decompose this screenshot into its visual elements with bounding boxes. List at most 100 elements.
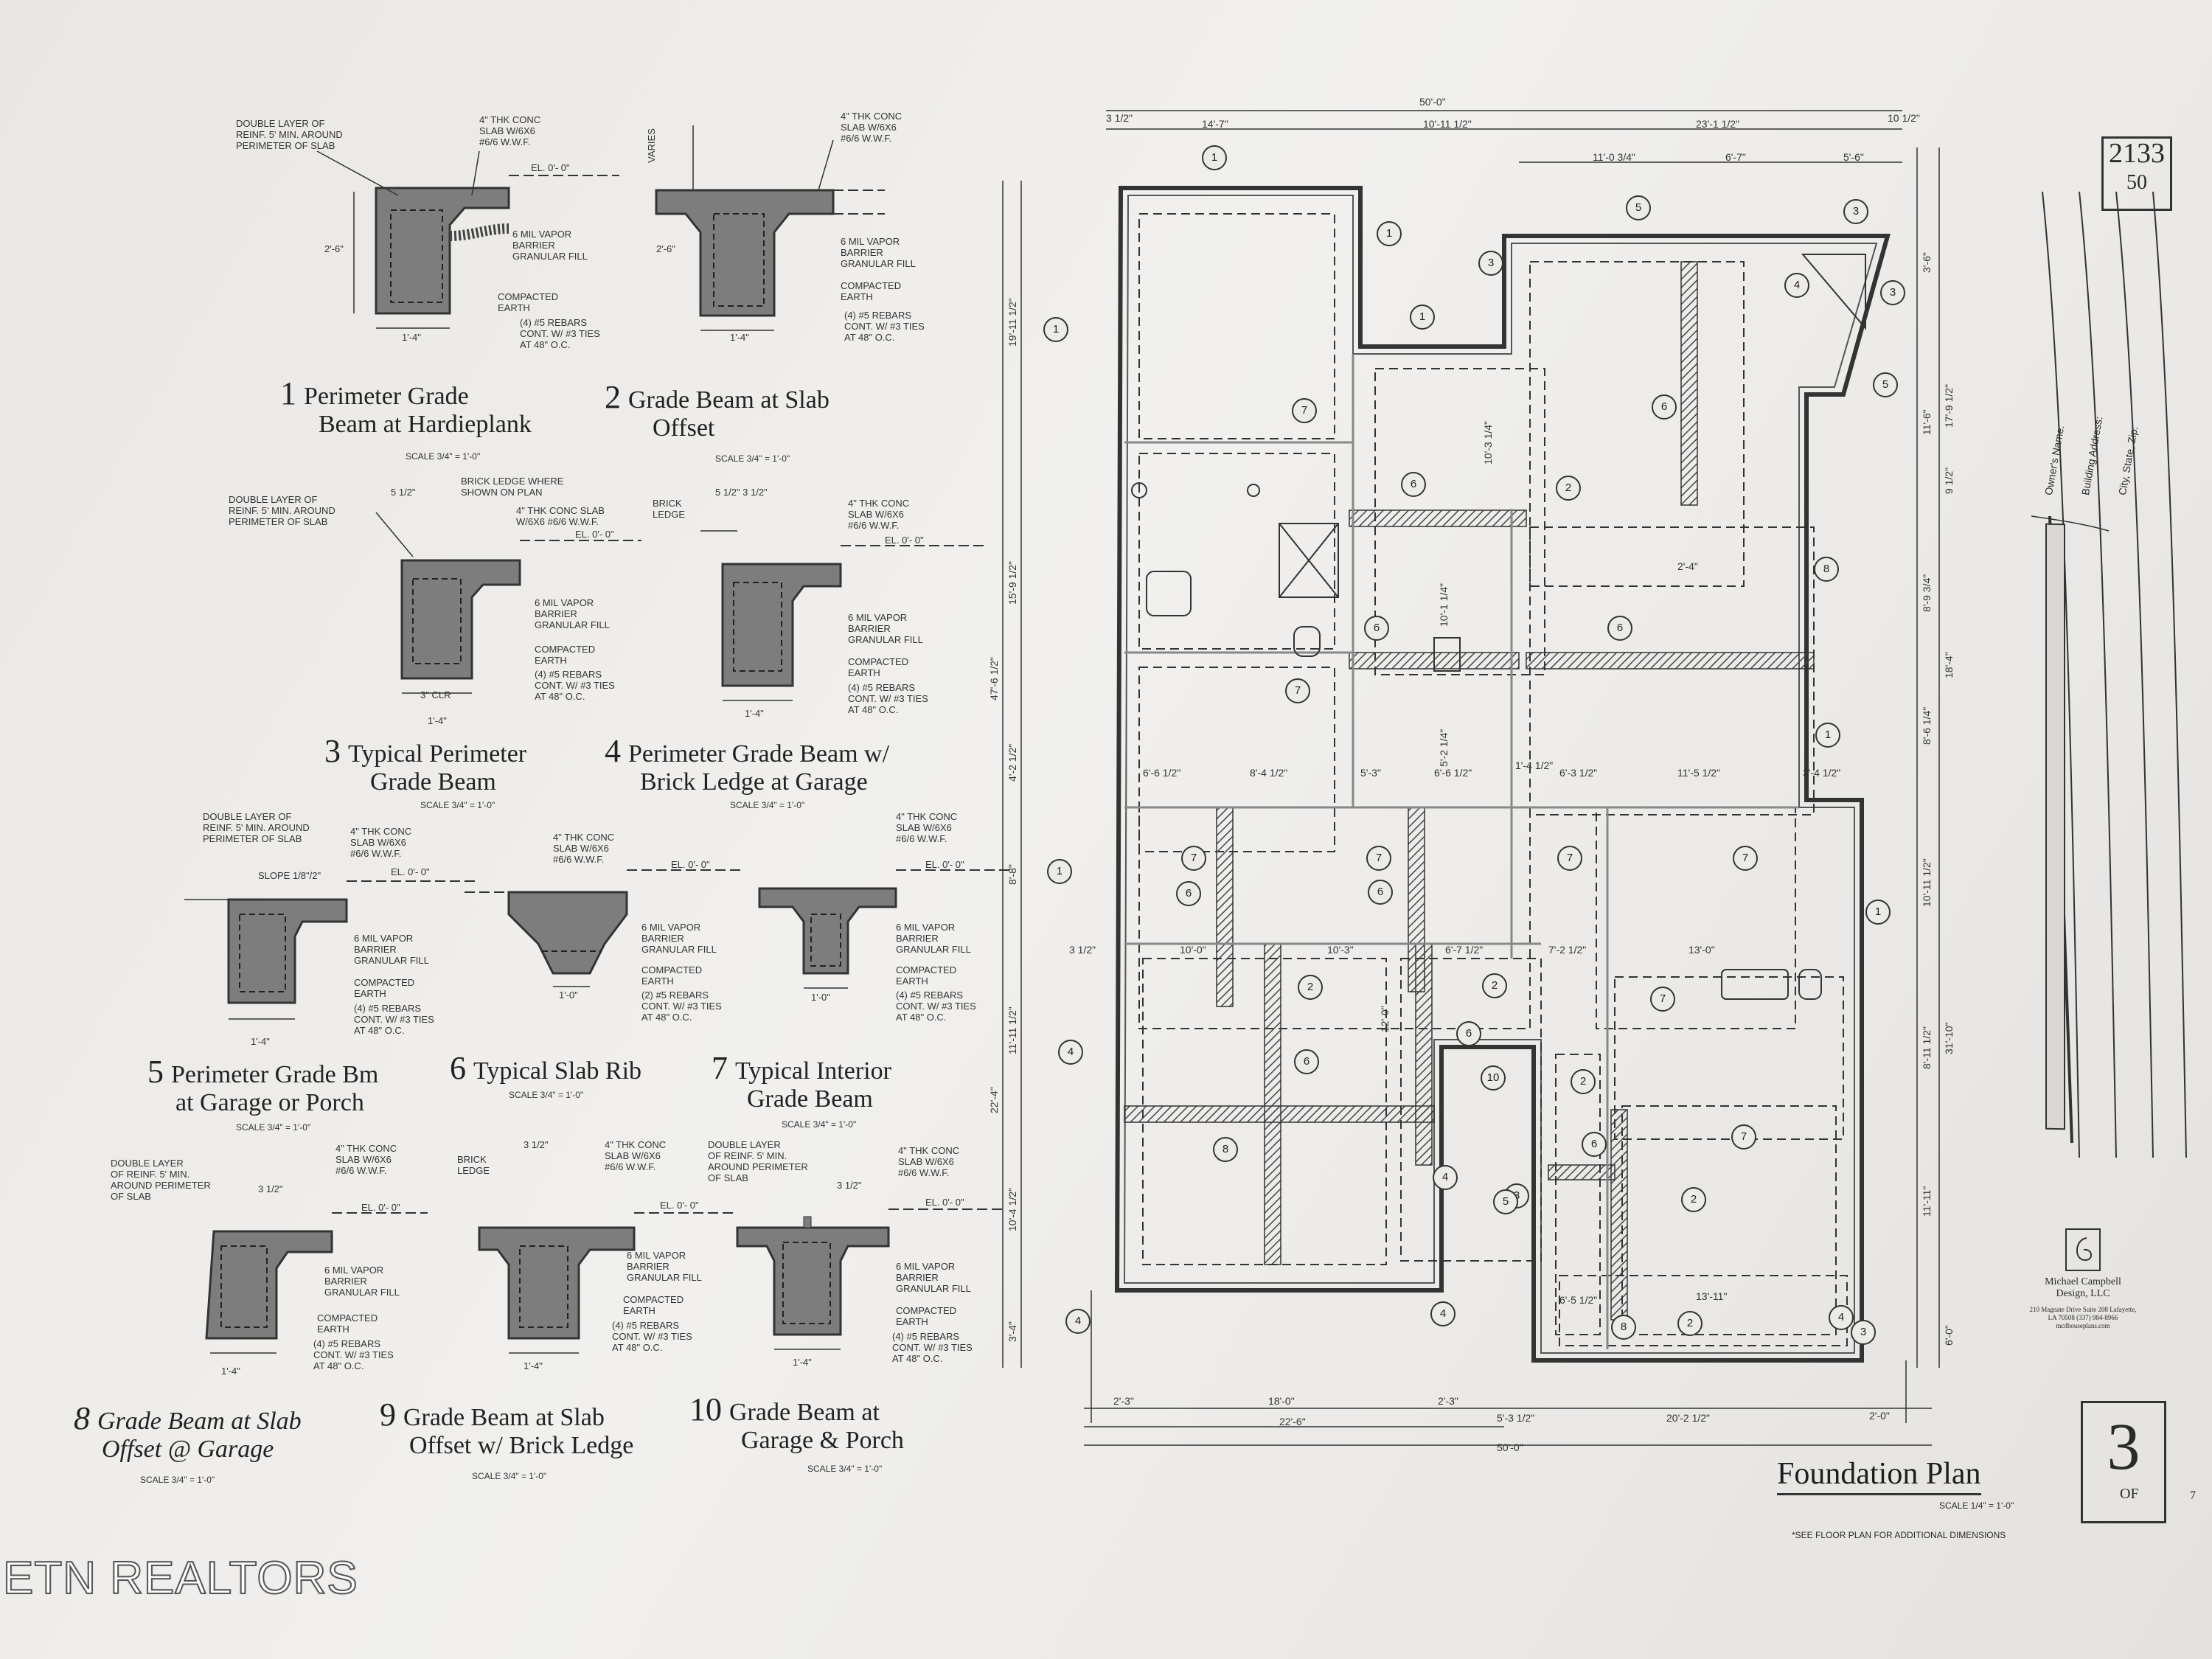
callout-tag: 1 xyxy=(1410,305,1435,330)
detail-4-section xyxy=(700,530,988,701)
callout-tag: 6 xyxy=(1294,1049,1319,1074)
callout-tag: 4 xyxy=(1058,1040,1083,1065)
dim-top-4: 10 1/2" xyxy=(1888,112,1920,124)
dim-int-0: 6'-6 1/2" xyxy=(1143,767,1181,779)
detail-9-note-vapor: 6 MIL VAPOR BARRIER GRANULAR FILL xyxy=(627,1250,702,1283)
callout-tag: 2 xyxy=(1677,1311,1703,1336)
designer-logo xyxy=(2065,1228,2101,1271)
detail-8-note-elev: EL. 0'- 0" xyxy=(361,1202,400,1213)
detail-7-note-rebar: (4) #5 REBARS CONT. W/ #3 TIES AT 48" O.… xyxy=(896,990,976,1023)
callout-tag: 4 xyxy=(1433,1165,1458,1190)
dim-left-7: 11'-11 1/2" xyxy=(1006,1006,1018,1054)
dim-int-1: 8'-4 1/2" xyxy=(1250,767,1288,779)
dim-int-10: 6'-7 1/2" xyxy=(1445,944,1484,956)
detail-3-scale: SCALE 3/4" = 1'-0" xyxy=(420,800,495,810)
dim-right-2: 11'-6" xyxy=(1921,409,1933,435)
detail-1-note-rebar: (4) #5 REBARS CONT. W/ #3 TIES AT 48" O.… xyxy=(520,317,600,350)
detail-3-note-rebar: (4) #5 REBARS CONT. W/ #3 TIES AT 48" O.… xyxy=(535,669,615,702)
dim-left-3: 15'-9 1/2" xyxy=(1006,560,1018,605)
detail-7-title-2: Grade Beam xyxy=(747,1085,873,1113)
designer-address: 210 Magnate Drive Suite 208 Lafayette, L… xyxy=(2029,1306,2137,1329)
callout-tag: 2 xyxy=(1571,1069,1596,1094)
detail-10-dim-width: 1'-4" xyxy=(793,1357,812,1368)
detail-1-title: Perimeter Grade xyxy=(304,383,469,410)
detail-4-note-ledge: BRICK LEDGE xyxy=(653,498,686,520)
detail-7-number: 7 xyxy=(712,1050,728,1086)
callout-tag: 2 xyxy=(1298,975,1323,1000)
foundation-plan-drawing xyxy=(1002,110,1940,1446)
dim-right-5: 18'-4" xyxy=(1943,652,1955,678)
detail-2-note-rebar: (4) #5 REBARS CONT. W/ #3 TIES AT 48" O.… xyxy=(844,310,925,343)
dim-right-1: 17'-9 1/2" xyxy=(1943,383,1955,428)
dim-top-1: 14'-7" xyxy=(1202,118,1228,130)
detail-3-note-clear: 3" CLR xyxy=(420,689,451,700)
dim-int-5: 6'-3 1/2" xyxy=(1559,767,1598,779)
callout-tag: 4 xyxy=(1430,1301,1455,1326)
detail-7-title: Typical Interior xyxy=(735,1057,891,1085)
plan-number-box: 2133 50 xyxy=(2101,136,2172,211)
detail-1-section xyxy=(316,150,619,329)
dim-left-10: 3'-4" xyxy=(1006,1321,1018,1342)
detail-10-section xyxy=(736,1208,1003,1350)
detail-5-note-earth: COMPACTED EARTH xyxy=(354,977,415,999)
detail-8-note-offset: 3 1/2" xyxy=(258,1183,283,1194)
detail-1-scale: SCALE 3/4" = 1'-0" xyxy=(406,451,481,462)
callout-tag: 5 xyxy=(1493,1189,1518,1214)
dim-top2-1: 6'-7" xyxy=(1725,151,1746,163)
detail-1: DOUBLE LAYER OF REINF. 5' MIN. AROUND PE… xyxy=(236,114,619,457)
detail-5-title: Perimeter Grade Bm xyxy=(171,1061,379,1088)
detail-8-note-slab: 4" THK CONC SLAB W/6X6 #6/6 W.W.F. xyxy=(335,1143,397,1176)
detail-8-section xyxy=(205,1212,428,1354)
callout-tag: 7 xyxy=(1285,678,1310,703)
detail-3-note-ledge: BRICK LEDGE WHERE SHOWN ON PLAN xyxy=(461,476,564,498)
dim-int-19: 5'-2 1/4" xyxy=(1438,728,1450,767)
detail-9-scale: SCALE 3/4" = 1'-0" xyxy=(472,1471,547,1481)
dim-bottom-1: 18'-0" xyxy=(1268,1395,1295,1407)
sheet-of: OF xyxy=(2120,1486,2139,1502)
detail-3-number: 3 xyxy=(324,733,341,769)
detail-10-note-slab: 4" THK CONC SLAB W/6X6 #6/6 W.W.F. xyxy=(898,1145,960,1178)
detail-4-note-slab: 4" THK CONC SLAB W/6X6 #6/6 W.W.F. xyxy=(848,498,910,531)
detail-3-title-2: Grade Beam xyxy=(370,768,496,796)
detail-4-note-vapor: 6 MIL VAPOR BARRIER GRANULAR FILL xyxy=(848,612,923,645)
detail-1-dim-width: 1'-4" xyxy=(402,332,421,343)
detail-6-section xyxy=(465,869,745,987)
callout-tag: 8 xyxy=(1814,557,1839,582)
detail-5-note-reinf: DOUBLE LAYER OF REINF. 5' MIN. AROUND PE… xyxy=(203,811,310,844)
detail-10-note-vapor: 6 MIL VAPOR BARRIER GRANULAR FILL xyxy=(896,1261,971,1294)
detail-4-dim-width: 1'-4" xyxy=(745,708,764,719)
detail-4-title: Perimeter Grade Beam w/ xyxy=(628,740,890,768)
detail-8-dim-width: 1'-4" xyxy=(221,1366,240,1377)
detail-1-note-elev: EL. 0'- 0" xyxy=(531,162,570,173)
detail-2-note-varies: VARIES xyxy=(645,128,657,163)
dim-int-4: 1'-4 1/2" xyxy=(1515,759,1554,771)
dim-left-6: 3 1/2" xyxy=(1069,944,1096,956)
callout-tag: 1 xyxy=(1815,723,1840,748)
detail-3-note-elev: EL. 0'- 0" xyxy=(575,529,614,540)
detail-3-note-earth: COMPACTED EARTH xyxy=(535,644,596,666)
detail-1-note-earth: COMPACTED EARTH xyxy=(498,291,559,313)
detail-4-note-elev: EL. 0'- 0" xyxy=(885,535,924,546)
detail-3-dim-width: 1'-4" xyxy=(428,715,447,726)
detail-5-section xyxy=(184,880,479,1020)
callout-tag: 4 xyxy=(1784,273,1809,298)
designer-block: Michael Campbell Design, LLC 210 Magnate… xyxy=(2028,1228,2138,1330)
detail-10-note-elev: EL. 0'- 0" xyxy=(925,1197,964,1208)
callout-tag: 7 xyxy=(1181,846,1206,871)
callout-tag: 3 xyxy=(1843,199,1868,224)
dim-right-6: 8'-6 1/4" xyxy=(1921,706,1933,745)
detail-3-note-reinf: DOUBLE LAYER OF REINF. 5' MIN. AROUND PE… xyxy=(229,494,335,527)
detail-7-note-elev: EL. 0'- 0" xyxy=(925,859,964,870)
dim-int-18: 10'-1 1/4" xyxy=(1438,582,1450,627)
callout-tag: 6 xyxy=(1368,880,1393,905)
callout-tag: 3 xyxy=(1880,280,1905,305)
dim-right-4: 8'-9 3/4" xyxy=(1921,574,1933,612)
detail-9-number: 9 xyxy=(380,1397,396,1433)
dim-int-15: 2'-4" xyxy=(1677,560,1698,572)
dim-bottom-overall-1: 22'-6" xyxy=(1279,1416,1306,1427)
callout-tag: 4 xyxy=(1065,1309,1091,1334)
detail-9: BRICK LEDGE 3 1/2" 4" THK CONC SLAB W/6X… xyxy=(442,1139,737,1390)
